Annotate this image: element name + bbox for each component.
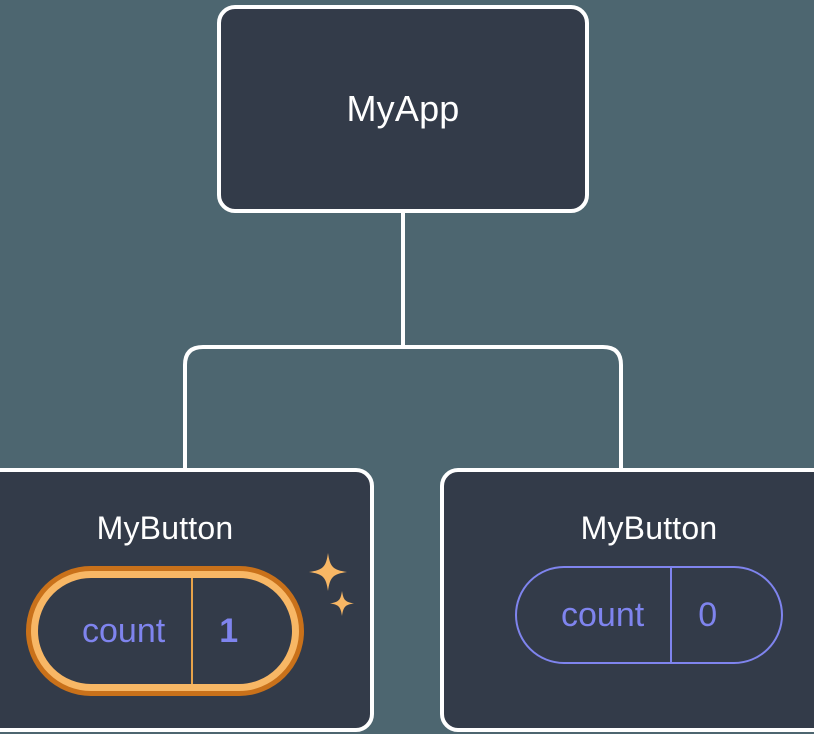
state-pill-left[interactable]: count 1 — [31, 571, 299, 691]
state-pill-left-value: 1 — [191, 578, 282, 684]
node-mybutton-left[interactable]: MyButton count 1 — [0, 468, 374, 732]
state-pill-left-wrap: count 1 — [26, 553, 354, 696]
node-mybutton-right-label: MyButton — [580, 510, 718, 546]
sparkle-group — [309, 553, 354, 616]
node-mybutton-left-label: MyButton — [96, 510, 234, 546]
node-myapp-label: MyApp — [346, 88, 460, 129]
state-pill-left-highlight-ring: count 1 — [26, 566, 304, 696]
node-mybutton-right[interactable]: MyButton count 0 — [440, 468, 814, 732]
state-pill-right-key: count — [561, 596, 645, 634]
sparkle-large-icon — [309, 553, 347, 591]
edge-split-bar — [183, 345, 623, 470]
state-pill-right[interactable]: count 0 — [515, 566, 783, 664]
state-pill-right-value: 0 — [670, 568, 761, 662]
sparkle-small-icon — [330, 591, 354, 616]
node-myapp[interactable]: MyApp — [217, 5, 589, 213]
state-pill-left-key: count — [82, 612, 166, 650]
state-pill-right-wrap: count 0 — [515, 566, 783, 664]
